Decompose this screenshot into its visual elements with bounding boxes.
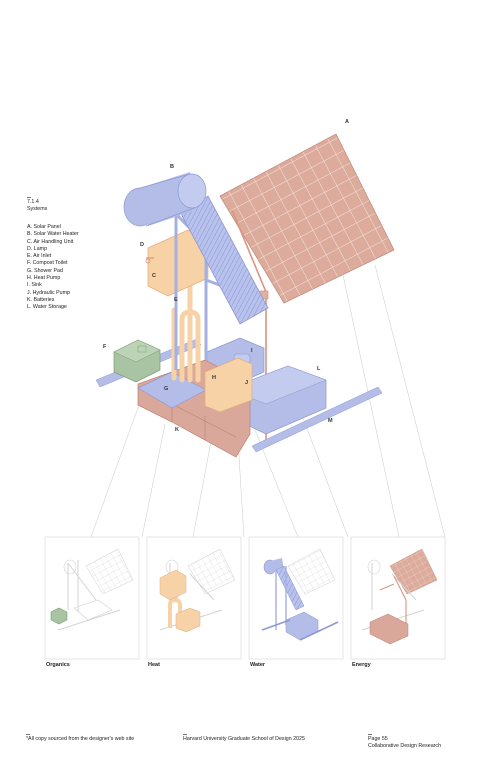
panel-label-organics: Organics [46,662,70,668]
legend-item: E. Air Inlet [27,253,52,260]
panel-label-energy: Energy [352,662,371,668]
panel-label-water: Water [250,662,266,668]
leader-lines [90,264,446,538]
lamp-icon [145,258,151,264]
course-name: Collaborative Design Research [368,742,442,749]
callout-j: J [245,380,249,386]
callout-e: E [174,297,178,303]
legend-item: C. Air Handling Unit [27,238,74,245]
legend-item: K. Batteries [27,296,55,303]
footer-note-text: *All copy sourced from the designer's we… [26,736,135,742]
panel-label-heat: Heat [148,662,160,668]
legend-item: I. Sink [27,282,42,289]
footer-school: Harvard University Graduate School of De… [183,734,305,743]
solar-panel [219,133,395,304]
callout-h: H [212,375,216,381]
callout-a: A [345,119,349,125]
organics-mini-diagram [50,548,134,631]
callout-c: C [152,273,156,279]
legend-item: L. Water Storage [27,304,67,311]
legend-item: H. Heat Pump [27,275,61,282]
callout-i: I [251,348,253,354]
legend-item: G. Shower Pad [27,267,63,274]
callout-k: K [175,427,179,433]
heat-mini-diagram [159,548,236,633]
compost-toilet-mini [50,607,68,625]
footer-page: Page 55 Collaborative Design Research [368,734,441,749]
legend-item: J. Hydraulic Pump [27,289,70,296]
energy-mini-diagram [361,548,438,645]
page-number: Page 55 [368,736,388,742]
callout-g: G [164,386,169,392]
callout-b: B [170,164,174,170]
callout-d: D [140,242,144,248]
legend-item: F. Compost Toilet [27,260,68,267]
systems-legend: A. Solar Panel B. Solar Water Heater C. … [27,224,79,312]
footer-note: *All copy sourced from the designer's we… [26,734,134,743]
heat-pump [204,357,253,413]
legend-tick [27,197,31,198]
section-number: 7.1.4 [27,199,39,205]
base-pipe-right [251,386,383,453]
section-title: Systems [27,206,48,212]
callout-l: L [317,366,321,372]
footer-school-text: Harvard University Graduate School of De… [183,736,305,742]
water-storage-top [227,365,327,405]
callout-m: M [328,418,333,424]
water-mini-diagram [261,548,339,641]
water-tank [177,173,207,209]
legend-item: D. Lamp [27,245,48,252]
legend-item: A. Solar Panel [27,224,61,230]
legend-header: 7.1.4 Systems [27,197,47,213]
air-handling-unit [147,229,209,297]
callout-f: F [103,344,107,350]
legend-item: B. Solar Water Heater [27,231,79,238]
